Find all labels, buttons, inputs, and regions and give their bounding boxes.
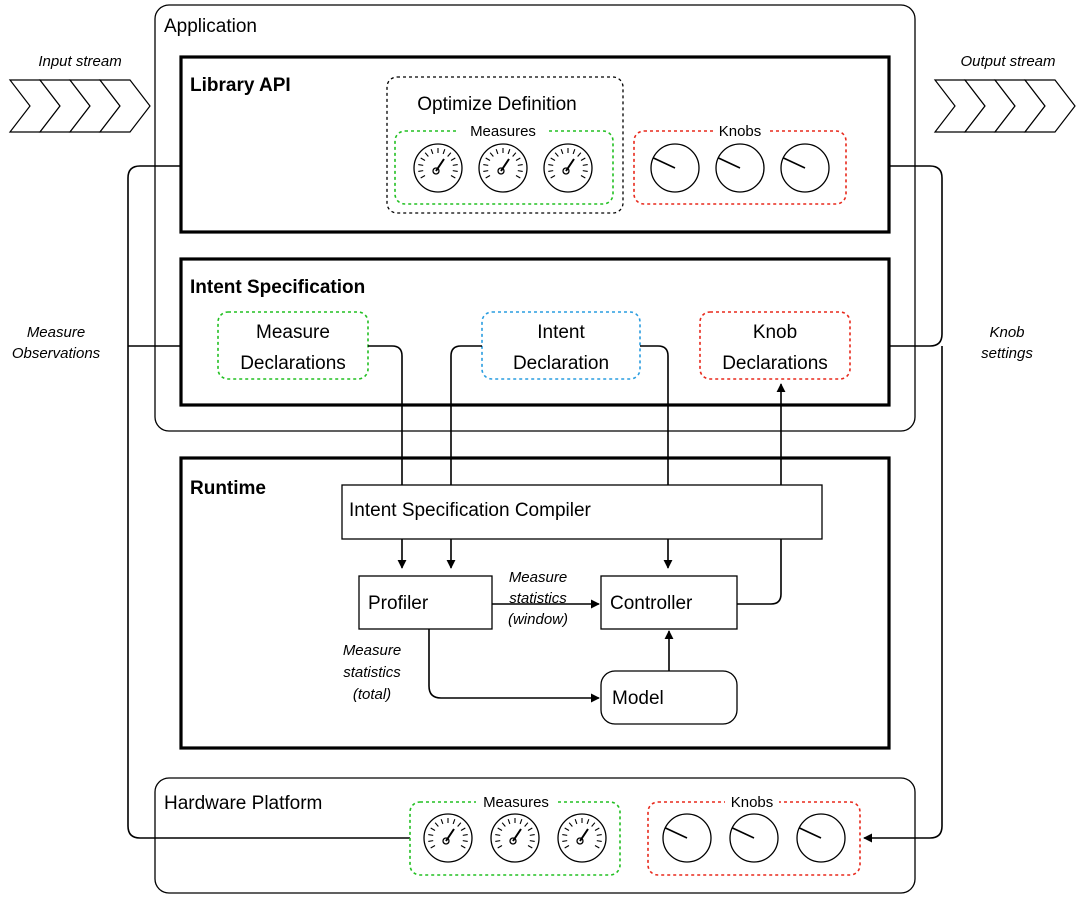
total-stats-line1: Measure — [343, 642, 401, 659]
knob-settings-loop-top — [845, 161, 943, 347]
library-knobs-dials — [650, 143, 830, 193]
gauge-icon — [413, 143, 463, 193]
library-measures-label: Measures — [470, 123, 536, 140]
model-label: Model — [612, 688, 664, 709]
hardware-measures-label-bg — [476, 792, 556, 810]
measure-observations-line2: Observations — [12, 345, 101, 362]
knob-declarations-line2: Declarations — [722, 353, 828, 374]
input-stream-label: Input stream — [38, 53, 121, 70]
gauge-icon — [478, 143, 528, 193]
intent-specification-compiler-box[interactable] — [341, 484, 823, 540]
knob-settings-line2: settings — [981, 345, 1033, 362]
total-stats-line2: statistics — [343, 664, 401, 681]
gauge-icon — [423, 813, 473, 863]
window-stats-line3: (window) — [508, 611, 568, 628]
measure-declarations-line2: Declarations — [240, 353, 346, 374]
application-box — [154, 4, 916, 432]
intent-declaration-line2: Declaration — [513, 353, 609, 374]
intent-specification-title: Intent Specification — [190, 277, 365, 298]
measure-observations-line1: Measure — [27, 324, 85, 341]
input-stream-chevrons — [8, 79, 151, 133]
application-title: Application — [164, 16, 257, 37]
controller-to-knob-decl-line — [737, 383, 786, 605]
library-knobs-label-bg — [713, 121, 767, 139]
hardware-knobs-dials — [662, 813, 846, 863]
total-stats-line3: (total) — [353, 686, 391, 703]
library-knobs-label: Knobs — [719, 123, 762, 140]
gauge-icon — [557, 813, 607, 863]
knob-icon — [662, 813, 712, 863]
profiler-to-model-line — [428, 629, 600, 703]
gauge-icon — [543, 143, 593, 193]
knob-icon — [729, 813, 779, 863]
measure-declarations-line1: Measure — [256, 322, 330, 343]
knob-declarations-box[interactable] — [699, 311, 851, 380]
library-measures-label-bg — [459, 121, 547, 139]
hardware-knobs-label: Knobs — [731, 794, 774, 811]
knob-settings-loop-bottom — [863, 346, 943, 843]
hardware-measures-gauges — [423, 813, 607, 863]
optimize-definition-label: Optimize Definition — [417, 94, 576, 115]
knob-settings-line1: Knob — [989, 324, 1024, 341]
intent-specification-compiler-label: Intent Specification Compiler — [349, 500, 592, 521]
measure-observation-loop — [127, 165, 415, 839]
knob-declarations-line1: Knob — [753, 322, 797, 343]
knob-icon — [796, 813, 846, 863]
window-stats-line1: Measure — [509, 569, 567, 586]
knob-icon — [715, 143, 765, 193]
knob-icon — [650, 143, 700, 193]
gauge-icon — [490, 813, 540, 863]
knob-icon — [780, 143, 830, 193]
profiler-box[interactable] — [358, 575, 493, 630]
measure-decl-to-profiler-line — [368, 345, 407, 569]
intent-declaration-line1: Intent — [537, 322, 585, 343]
hardware-platform-title: Hardware Platform — [164, 793, 322, 814]
window-stats-line2: statistics — [509, 590, 567, 607]
profiler-label: Profiler — [368, 593, 429, 614]
library-api-title: Library API — [190, 75, 291, 96]
runtime-title: Runtime — [190, 478, 266, 499]
intent-decl-to-controller-line — [640, 345, 673, 569]
hardware-knobs-label-bg — [725, 792, 779, 810]
hardware-platform-box — [154, 777, 916, 894]
intent-decl-to-profiler-line — [446, 345, 482, 569]
library-measures-gauges — [413, 143, 593, 193]
output-stream-label: Output stream — [960, 53, 1055, 70]
output-stream-chevrons — [933, 79, 1076, 133]
hardware-measures-label: Measures — [483, 794, 549, 811]
intent-declaration-box[interactable] — [481, 311, 641, 380]
controller-box[interactable] — [600, 575, 738, 630]
controller-label: Controller — [610, 593, 693, 614]
